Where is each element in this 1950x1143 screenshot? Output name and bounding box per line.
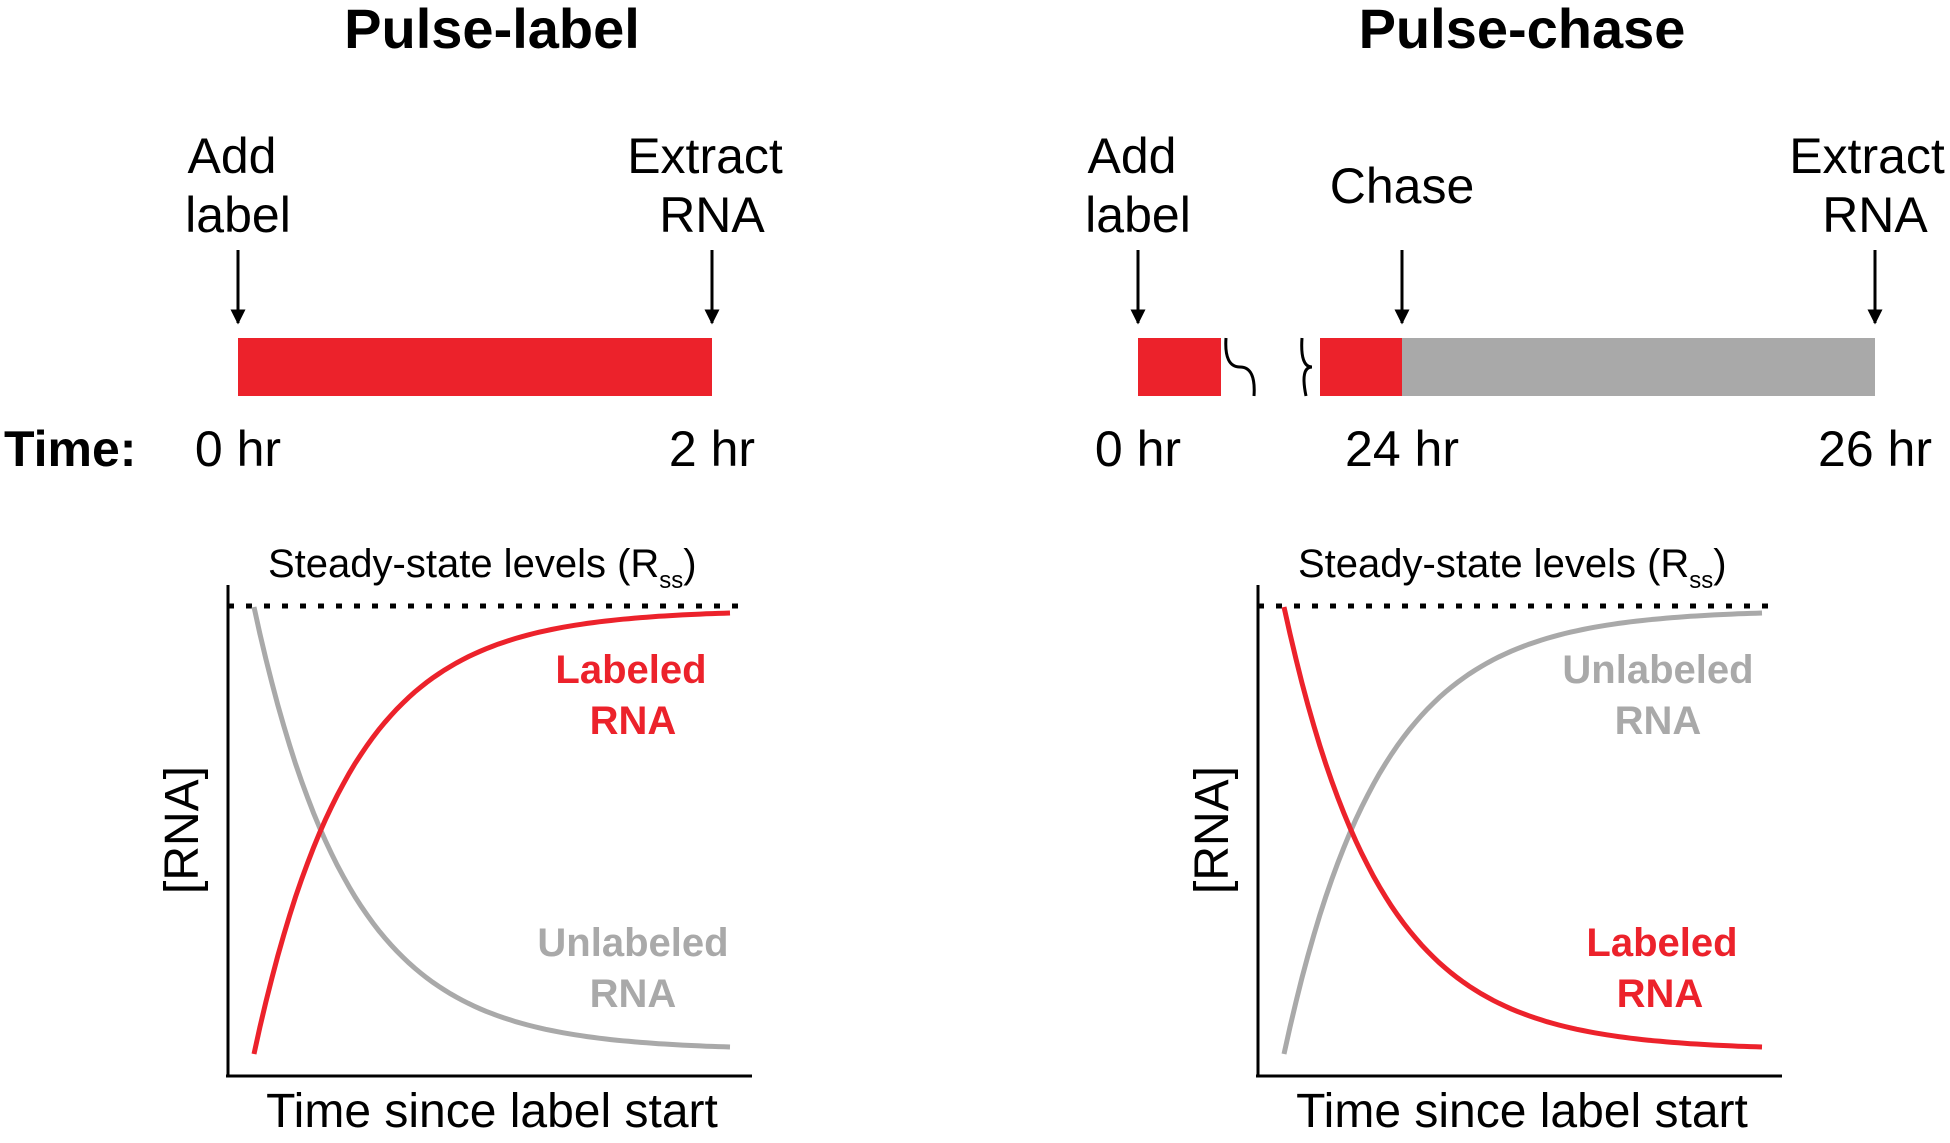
label-period-bar-start	[1138, 338, 1221, 396]
extract-rna-text-line1: Extract	[627, 128, 783, 184]
chase-period-bar	[1402, 338, 1875, 396]
unlabeled-rna-label-line1: Unlabeled	[1562, 648, 1753, 692]
time-start: 0 hr	[195, 421, 281, 477]
time-chase: 24 hr	[1345, 421, 1459, 477]
extract-rna-text-line1: Extract	[1789, 128, 1945, 184]
y-axis-label: [RNA]	[156, 766, 209, 894]
time-end: 2 hr	[669, 421, 755, 477]
labeled-rna-label-line1: Labeled	[555, 648, 706, 692]
extract-rna-text-line2: RNA	[1822, 187, 1928, 243]
time-row-label: Time:	[4, 421, 136, 477]
chase-text: Chase	[1330, 158, 1475, 214]
steady-state-label: Steady-state levels (Rss)	[1298, 542, 1727, 594]
labeled-rna-label-line2: RNA	[590, 699, 677, 743]
time-end: 26 hr	[1818, 421, 1932, 477]
label-period-bar-end	[1320, 338, 1402, 396]
time-break-mark-left	[1224, 337, 1256, 397]
time-start: 0 hr	[1095, 421, 1181, 477]
pulse-chase-panel: Pulse-chase Add label Chase Extract RNA …	[1085, 0, 1945, 1138]
labeled-rna-label-line2: RNA	[1617, 972, 1704, 1016]
pulse-label-panel: Pulse-label Add label Extract RNA Time: …	[4, 0, 783, 1138]
unlabeled-rna-label-line2: RNA	[590, 972, 677, 1016]
unlabeled-rna-curve	[251, 606, 731, 1050]
labeled-rna-curve	[251, 610, 731, 1055]
labeled-rna-label-line1: Labeled	[1586, 921, 1737, 965]
label-period-bar	[238, 338, 712, 396]
x-axis-label: Time since label start	[1296, 1085, 1748, 1138]
x-axis-label: Time since label start	[266, 1085, 718, 1138]
unlabeled-rna-label-line2: RNA	[1615, 699, 1702, 743]
steady-state-label: Steady-state levels (Rss)	[268, 542, 697, 594]
add-label-text-line1: Add	[188, 128, 277, 184]
labeled-rna-curve	[1281, 606, 1763, 1050]
unlabeled-rna-label-line1: Unlabeled	[537, 921, 728, 965]
add-label-text-line2: label	[185, 187, 291, 243]
pulse-chase-title: Pulse-chase	[1359, 0, 1686, 60]
add-label-text-line1: Add	[1088, 128, 1177, 184]
y-axis-label: [RNA]	[1186, 766, 1239, 894]
add-label-text-line2: label	[1085, 187, 1191, 243]
unlabeled-rna-curve	[1281, 610, 1763, 1055]
pulse-label-title: Pulse-label	[344, 0, 640, 60]
time-break-mark-right	[1300, 337, 1313, 397]
extract-rna-text-line2: RNA	[659, 187, 765, 243]
